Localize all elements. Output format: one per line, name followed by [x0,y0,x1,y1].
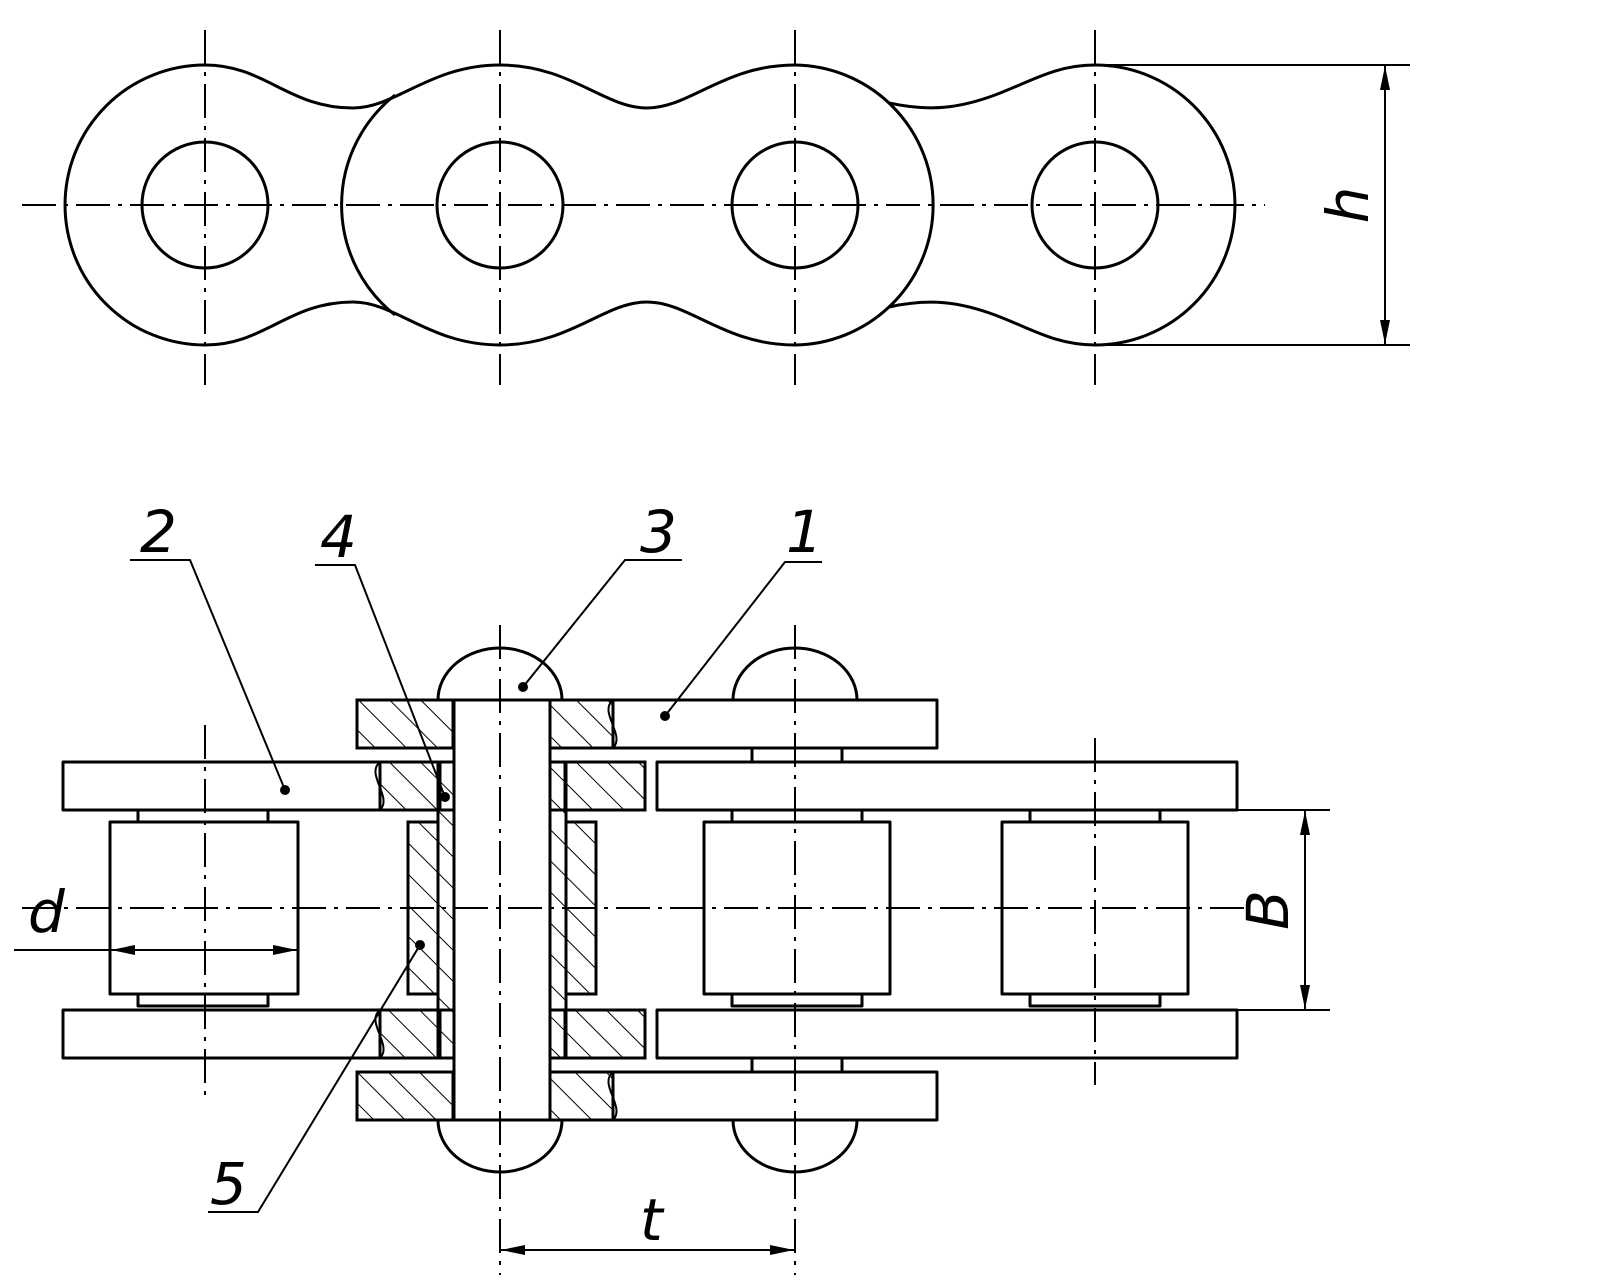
bushing-stub [750,746,844,764]
inner-plate-left-arc [340,93,396,317]
outer-plate-bottom-section-right [545,1070,615,1122]
inner-plate-right-top [655,760,1239,812]
pin [452,698,552,1122]
pin-head-top-2 [731,646,859,702]
outer-plate-top-section-left [355,698,455,750]
section-break [607,1071,618,1121]
section-break [374,1009,385,1059]
roller-stub [136,992,270,1008]
roller-stub [136,808,270,824]
section-view: B d t 2 4 3 1 [14,498,1330,1275]
callout-2: 2 [130,498,290,795]
part-label-1: 1 [786,498,823,566]
part-label-4: 4 [320,503,357,571]
roller-stub [730,808,864,824]
roller-stub [730,992,864,1008]
pin-head-bottom-1 [436,1118,564,1174]
dimension-t-label: t [640,1186,665,1254]
callout-3: 3 [518,498,682,692]
callout-1: 1 [660,498,823,721]
bushing-section-right [548,760,568,1060]
inner-plate-bottom-section-right [563,1008,647,1060]
part-label-3: 3 [640,498,677,566]
part-label-2: 2 [140,498,177,566]
section-break [374,761,385,811]
bushing-section-left [436,760,456,1060]
callout-5: 5 [208,940,425,1218]
dimension-h-label: h [1314,187,1382,224]
inner-plate-bottom-section-left [378,1008,442,1060]
section-break [607,699,618,749]
inner-plate-top-section-left [378,760,442,812]
top-view: h [22,30,1410,385]
dimension-d-label: d [28,878,66,946]
pin-head-top-1 [436,646,564,702]
inner-plate-top-section-right [563,760,647,812]
outer-plate-top-section-right [545,698,615,750]
outer-plate-bottom-section-left [355,1070,455,1122]
bushing-stub [750,1056,844,1074]
part-label-5: 5 [210,1150,247,1218]
pin-head-bottom-2 [731,1118,859,1174]
callout-4: 4 [315,503,450,802]
inner-plate-right-bottom [655,1008,1239,1060]
inner-plate-right-arc [887,101,935,309]
dimension-B-label: B [1234,890,1302,930]
